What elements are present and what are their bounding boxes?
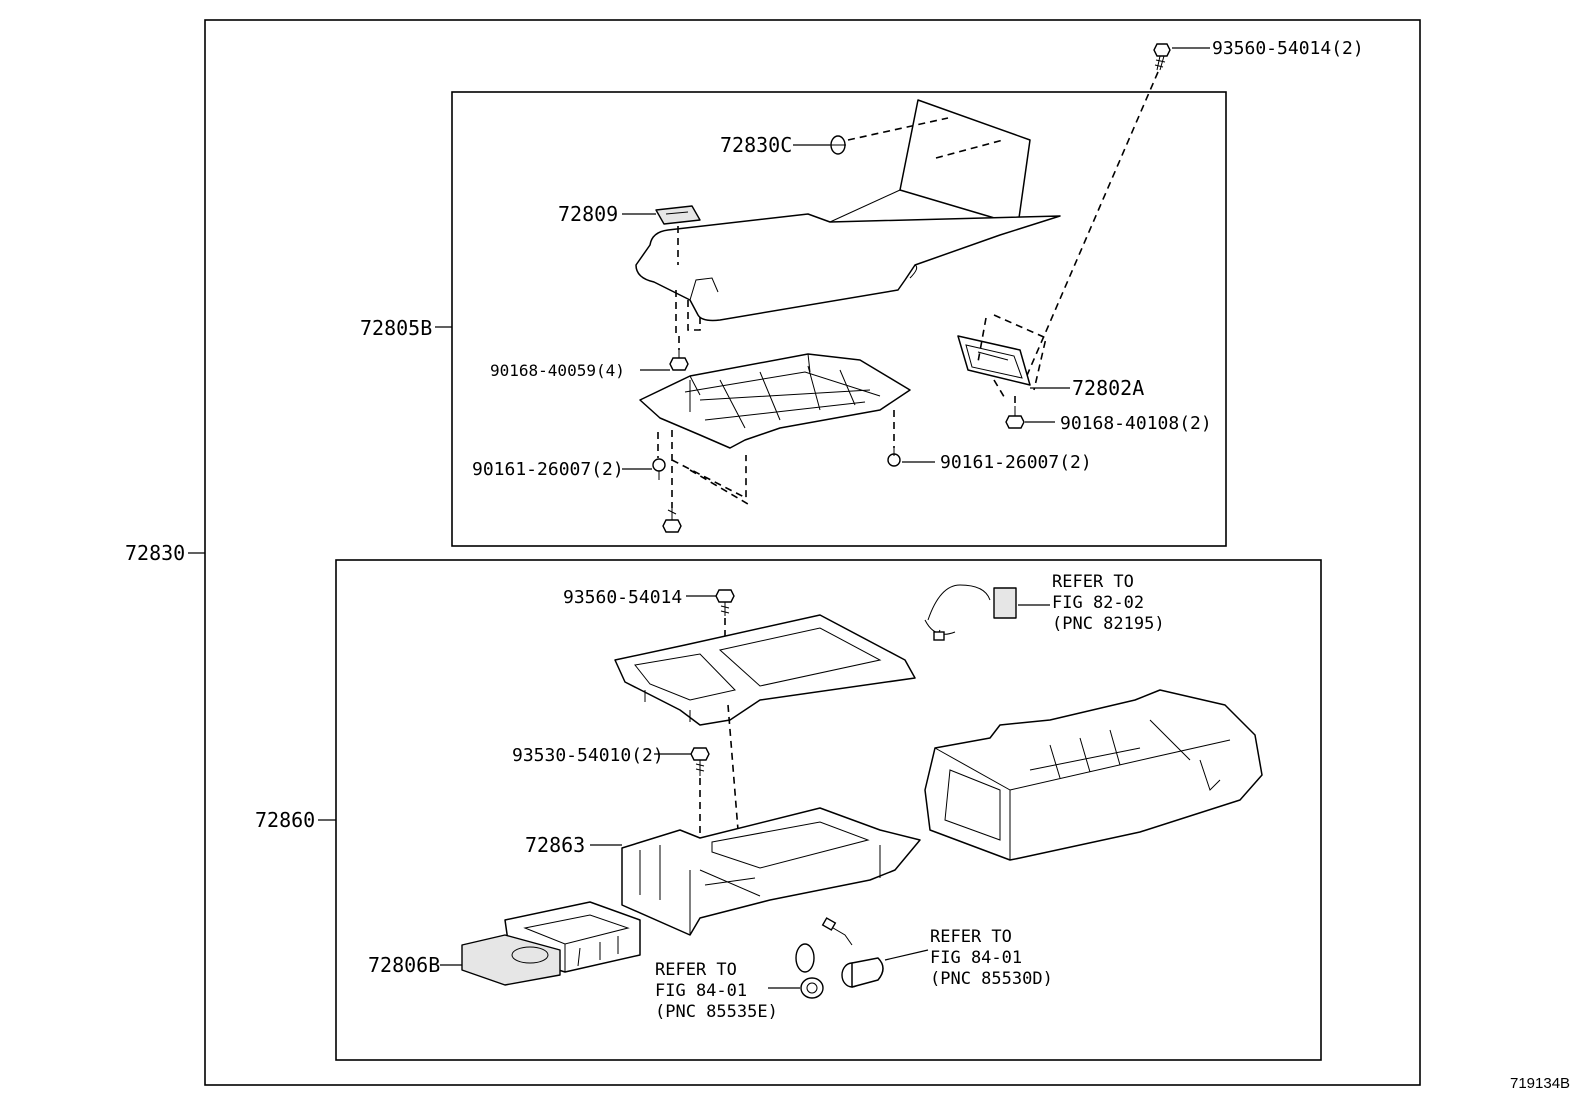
label-72860: 72860 [255,808,315,832]
label-93530-54010-2: 93530-54010(2) [512,745,664,766]
ref-wire-line3: (PNC 82195) [1052,614,1165,634]
figure-id: 719134B [1510,1075,1570,1092]
console-inner-box [621,807,921,936]
ref-socket-line3: (PNC 85530D) [930,969,1053,989]
screw-icon [715,589,735,616]
screw-icon [1153,43,1171,71]
wire-harness-icon [924,584,1017,641]
label-72806B: 72806B [368,953,440,977]
latch-icon [655,205,701,225]
label-72830: 72830 [125,541,185,565]
label-90168-40108-2: 90168-40108(2) [1060,413,1212,434]
label-93560-54014: 93560-54014 [563,587,682,608]
label-72830C: 72830C [720,133,792,157]
ref-socket-line1: REFER TO [930,927,1012,947]
ref-wire-line2: FIG 82-02 [1052,593,1144,613]
ref-wire-line1: REFER TO [1052,572,1134,592]
box-subassembly-frame [335,559,1322,1061]
label-90168-40059-4: 90168-40059(4) [490,361,625,380]
screw-icon [652,458,666,480]
screw-icon [1005,406,1025,429]
label-93560-54014-2: 93560-54014(2) [1212,38,1364,59]
console-bezel [614,614,916,726]
socket-icon [821,917,884,988]
clip-icon [830,135,846,155]
outer-frame [204,19,1421,1086]
ref-cap-line3: (PNC 85535E) [655,1002,778,1022]
armrest-lid [635,99,1061,322]
lid-subassembly-frame [451,91,1227,547]
screw-icon [887,448,901,467]
ref-socket-line2: FIG 84-01 [930,948,1022,968]
label-72809: 72809 [558,202,618,226]
label-72802A: 72802A [1072,376,1144,400]
console-body [924,689,1263,861]
lid-inner-tray [639,353,911,449]
label-72805B: 72805B [360,316,432,340]
label-90161-26007-2-right: 90161-26007(2) [940,452,1092,473]
bracket-icon [957,335,1031,386]
label-72863: 72863 [525,833,585,857]
label-90161-26007-2-left: 90161-26007(2) [472,459,624,480]
screw-icon [690,747,710,776]
ref-cap-line2: FIG 84-01 [655,981,747,1001]
screw-icon [669,350,689,371]
cup-holder [461,901,641,986]
ref-cap-line1: REFER TO [655,960,737,980]
cap-icon [795,943,824,999]
screw-icon [662,508,682,533]
